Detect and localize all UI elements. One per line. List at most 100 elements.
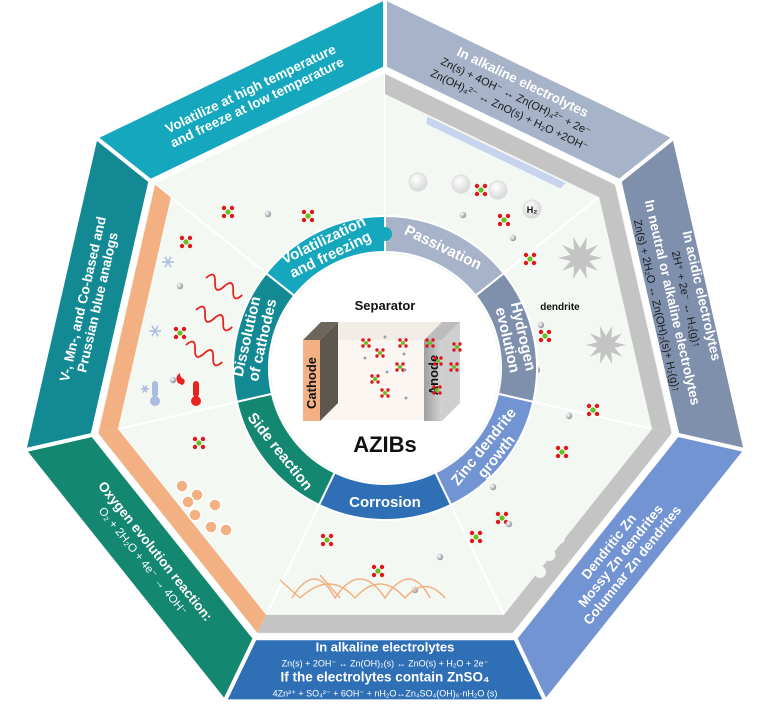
cold-thermometer-icon [150, 381, 160, 406]
corrosion-band-line: Zn(s) + 2OH⁻ ↔ Zn(OH)₂(s) ↔ ZnO(s) + H₂O… [282, 658, 489, 668]
h2-bubble-icon [522, 199, 542, 219]
particle-icon [537, 321, 545, 329]
zn-ion-icon [398, 338, 408, 348]
anode-top [424, 322, 460, 340]
flame-icon [176, 373, 185, 385]
dissolved-particle [175, 479, 189, 493]
particle-icon [505, 520, 513, 528]
heat-wave-icon [205, 273, 243, 300]
zn-ion-icon [433, 356, 443, 366]
zn-ion-icon [523, 252, 537, 266]
particle-icon [565, 412, 573, 420]
particle-icon [489, 483, 497, 491]
ring-label-text: Corrosion [349, 494, 421, 511]
corrosion-pit [553, 532, 565, 544]
corrosion-band-title: In alkaline electrolytes [316, 639, 455, 654]
particle-icon [404, 396, 408, 400]
corrosion-pit [543, 549, 556, 561]
zn-ion-icon [192, 436, 206, 450]
particle-icon [403, 368, 407, 372]
corrosion-pit [581, 481, 594, 493]
zn-ion-icon [179, 235, 193, 249]
zn-ion-icon [425, 338, 435, 348]
dissolved-particle [181, 495, 195, 509]
zn-ion-icon [497, 213, 511, 227]
zn-ion-icon [320, 533, 334, 547]
corrosion-pit [534, 566, 546, 578]
cathode-side [320, 322, 338, 421]
zinc-layer-1 [599, 184, 672, 434]
passivation-film [426, 116, 566, 189]
zn-ion-icon [370, 374, 380, 384]
particle-icon [385, 370, 389, 374]
zn-ion-icon [555, 445, 569, 459]
azibs-title: AZIBs [353, 432, 417, 457]
zinc-layer-2 [503, 429, 672, 633]
dissolved-particle [219, 523, 233, 537]
h2-label: H₂ [527, 205, 538, 215]
ring-label-corrosion: Corrosion [349, 494, 421, 511]
zn-ion-icon [371, 564, 385, 578]
fiber-lines [279, 574, 446, 600]
particle-icon [264, 210, 272, 218]
zn-ion-icon [173, 326, 187, 340]
dissolved-particle [188, 508, 202, 522]
particle-icon [176, 282, 184, 290]
snowflake-icon [162, 256, 174, 268]
zn-ion-icon [449, 362, 459, 372]
zn-ion-icon [586, 403, 600, 417]
zn-ion-icon [474, 183, 488, 197]
zn-ion-icon [380, 388, 390, 398]
corrosion-pit [591, 464, 603, 476]
particle-icon [426, 381, 430, 385]
zn-ion-icon [452, 342, 462, 352]
separator-label: Separator [355, 298, 416, 313]
decorations: H₂ dendrite [141, 172, 626, 600]
ring-segment-volatilization-and-freezing [264, 214, 386, 298]
corrosion-band-line: 4Zn²⁺ + SO₄²⁻ + 6OH⁻ + nH₂O↔Zn₄SO₄(OH)₆·… [273, 688, 498, 698]
dendrite-icon [586, 326, 626, 364]
puzzle-knob [378, 227, 392, 241]
gas-bubble-icon [488, 180, 508, 200]
corrosion-pit [572, 498, 584, 510]
zn-ion-icon [395, 362, 405, 372]
particle-icon [402, 352, 406, 356]
corrosion-pit [562, 515, 575, 527]
dissolved-particle [204, 520, 218, 534]
dendrite-icon [558, 237, 602, 279]
gas-bubble-icon [408, 172, 428, 192]
cathode-top [303, 322, 338, 340]
zn-ion-icon [301, 209, 315, 223]
dissolved-particle [190, 488, 204, 502]
zn-ion-icon [432, 385, 442, 395]
corrosion-band-line: If the electrolytes contain ZnSO₄ [281, 669, 490, 684]
cathode-layer-5 [98, 184, 171, 434]
particle-icon [363, 356, 367, 360]
zn-ion-icon [375, 348, 385, 358]
gas-bubble-icon [451, 174, 471, 194]
dendrite-label: dendrite [540, 302, 580, 313]
cathode-label: Cathode [304, 357, 319, 409]
zn-ion-icon [361, 338, 371, 348]
heat-wave-icon [195, 305, 233, 332]
dissolved-particle [208, 498, 222, 512]
hot-thermometer-icon [191, 381, 201, 406]
anode-label: Anode [426, 355, 441, 395]
zinc-layer-3 [257, 614, 513, 633]
separator-top [318, 322, 448, 340]
snowflake-icon [141, 385, 149, 393]
cathode-layer-4 [98, 429, 267, 633]
particle-icon [459, 211, 467, 219]
zn-ion-icon [538, 329, 552, 343]
zn-ion-icon [221, 205, 235, 219]
temperature-band [91, 0, 387, 184]
heat-wave-icon [185, 340, 223, 367]
zn-ion-icon [469, 530, 483, 544]
particle-icon [383, 335, 387, 339]
center-battery: Separator Cathode Anode AZIBs [271, 254, 499, 482]
snowflake-icon [149, 325, 161, 337]
center-ions [361, 335, 462, 400]
cathode-plate [303, 340, 320, 421]
